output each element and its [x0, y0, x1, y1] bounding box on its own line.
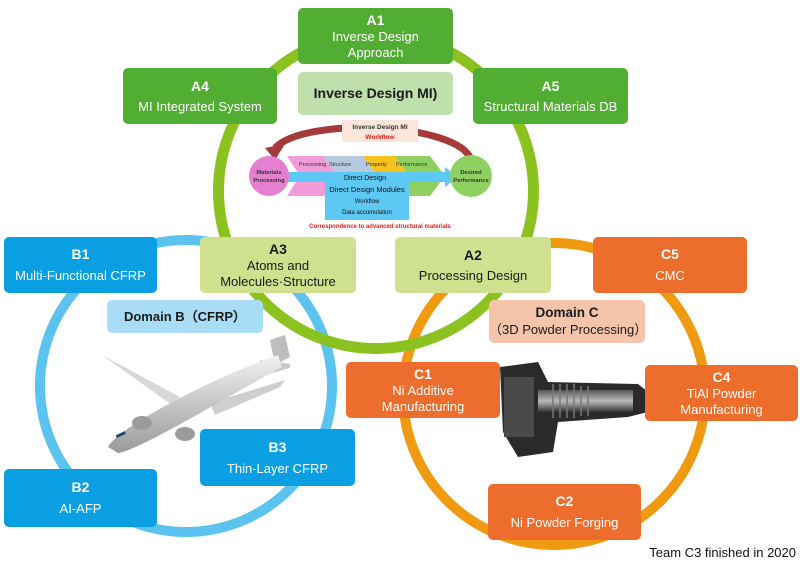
- modules-title: Direct Design Modules: [329, 185, 405, 194]
- modules-data: Data accumulation: [342, 210, 392, 216]
- domain-b-ring: [35, 235, 337, 537]
- domain-c-label: Domain C （3D Powder Processing）: [489, 300, 647, 343]
- domain-a-label: Inverse Design MI): [298, 72, 453, 115]
- svg-text:Materials: Materials: [256, 170, 281, 176]
- box-code: A1: [366, 11, 385, 28]
- direct-design-label: Direct Design: [344, 175, 386, 182]
- box-b1-multi-functional-cfrp[interactable]: B1 Multi-Functional CFRP: [4, 237, 157, 293]
- box-a2-processing-design[interactable]: A2 Processing Design: [395, 237, 551, 293]
- stage-structure: Structure: [329, 162, 351, 168]
- inverse-design-workflow-diagram: Inverse Design MI Workflow Processing St…: [249, 120, 492, 230]
- box-a1-inverse-design-approach[interactable]: A1 Inverse Design Approach: [298, 8, 453, 64]
- workflow-caption: Correspondence to advanced structural ma…: [309, 224, 451, 230]
- svg-text:Performance: Performance: [453, 178, 489, 184]
- domain-b-label: Domain B（CFRP）: [107, 300, 263, 333]
- svg-text:Desired: Desired: [460, 170, 482, 176]
- workflow-subtitle: Workflow: [365, 134, 395, 141]
- box-a5-structural-materials-db[interactable]: A5 Structural Materials DB: [473, 68, 628, 124]
- box-b2-ai-afp[interactable]: B2 AI-AFP: [4, 469, 157, 527]
- materials-processing-node: [249, 156, 289, 196]
- desired-performance-node: [450, 155, 492, 197]
- box-b3-thin-layer-cfrp[interactable]: B3 Thin-Layer CFRP: [200, 429, 355, 486]
- svg-text:Processing: Processing: [253, 178, 285, 184]
- box-c4-tial-powder-manufacturing[interactable]: C4 TiAl Powder Manufacturing: [645, 365, 798, 421]
- turbine-engine-illustration: [500, 362, 648, 457]
- workflow-title: Inverse Design MI: [352, 124, 407, 131]
- box-c1-ni-additive-manufacturing[interactable]: C1 Ni Additive Manufacturing: [346, 362, 500, 418]
- stage-property: Property: [366, 162, 387, 168]
- box-c5-cmc[interactable]: C5 CMC: [593, 237, 747, 293]
- box-a4-mi-integrated-system[interactable]: A4 MI Integrated System: [123, 68, 277, 124]
- box-a3-atoms-molecules-structure[interactable]: A3 Atoms and Molecules·Structure: [200, 237, 356, 293]
- modules-workflow: Workflow: [355, 199, 380, 205]
- airplane-illustration: [102, 335, 290, 453]
- stage-performance: Performance: [396, 162, 428, 168]
- stage-processing: Processing: [299, 162, 326, 168]
- box-c2-ni-powder-forging[interactable]: C2 Ni Powder Forging: [488, 484, 641, 540]
- footer-note: Team C3 finished in 2020: [649, 545, 796, 560]
- feedback-arrowhead: [265, 144, 285, 160]
